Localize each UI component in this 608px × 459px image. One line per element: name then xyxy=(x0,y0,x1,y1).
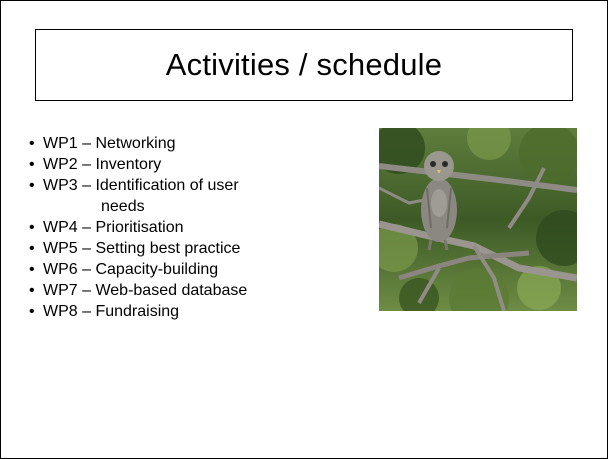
owl-photo xyxy=(379,128,577,311)
list-item: • WP1 – Networking xyxy=(29,135,176,152)
bullet-icon: • xyxy=(29,282,35,299)
list-item-continuation: needs xyxy=(101,198,145,215)
bullet-icon: • xyxy=(29,135,35,152)
bullet-icon: • xyxy=(29,261,35,278)
bullet-icon: • xyxy=(29,303,35,320)
list-item: • WP7 – Web-based database xyxy=(29,282,248,299)
owl-photo-image xyxy=(379,128,577,311)
list-item: • WP2 – Inventory xyxy=(29,156,162,173)
list-item: • WP8 – Fundraising xyxy=(29,303,180,320)
bullet-icon: • xyxy=(29,240,35,257)
bullet-list: • WP1 – Networking • WP2 – Inventory • W… xyxy=(27,133,347,322)
list-item: • WP5 – Setting best practice xyxy=(29,240,241,257)
bullet-icon: • xyxy=(29,177,35,194)
bullet-icon: • xyxy=(29,219,35,236)
list-item: • WP6 – Capacity-building xyxy=(29,261,219,278)
slide-title: Activities / schedule xyxy=(165,47,443,82)
list-item: • WP4 – Prioritisation xyxy=(29,219,184,236)
bullet-icon: • xyxy=(29,156,35,173)
title-box: Activities / schedule xyxy=(35,29,573,101)
list-item: • WP3 – Identification of user needs xyxy=(27,175,347,217)
